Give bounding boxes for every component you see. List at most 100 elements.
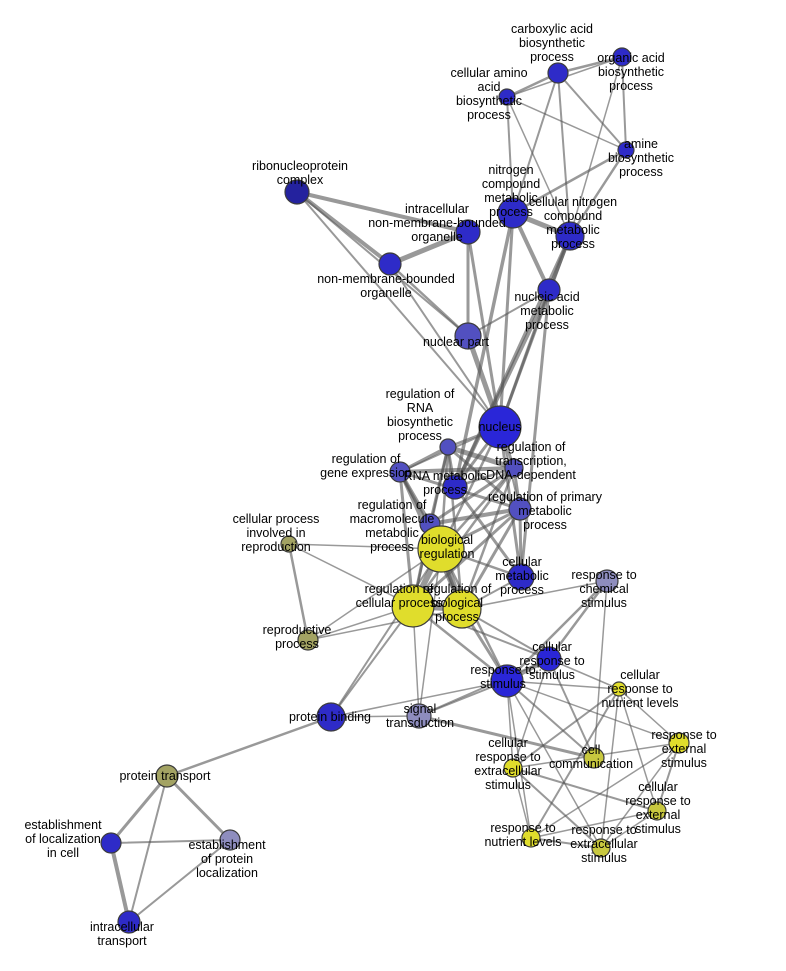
edge-nucleic--cell_met: [519, 288, 551, 579]
node-label-reg_primary-line-1: metabolic: [518, 504, 572, 518]
edge-cp_repro--reg_cell: [288, 543, 414, 607]
node-label-est_loc-line-2: in cell: [47, 846, 79, 860]
node-layer: [100, 47, 690, 934]
node-nucleic[interactable]: [537, 278, 561, 302]
node-label-reg_cell-line-0: regulation of: [365, 582, 434, 596]
node-label-reg_bio-line-0: regulation of: [423, 582, 492, 596]
node-ribo[interactable]: [284, 179, 310, 205]
node-label-est_prot_loc-line-1: of protein: [201, 852, 253, 866]
node-cell_resp_stim[interactable]: [536, 646, 562, 672]
node-label-reg_transc-line-2: DNA-dependent: [486, 468, 576, 482]
node-label-organic-line-0: organic acid: [597, 51, 664, 65]
node-cell_resp_ext[interactable]: [647, 801, 667, 821]
node-label-resp_extra-line-0: response to: [571, 823, 636, 837]
node-intra_trans[interactable]: [117, 910, 141, 934]
node-label-reg_transc-line-0: regulation of: [497, 440, 566, 454]
node-carbox[interactable]: [547, 62, 569, 84]
node-label-reg_macro-line-2: metabolic: [365, 526, 419, 540]
node-cell_met[interactable]: [507, 563, 535, 591]
edge-resp_chem--reg_bio: [461, 580, 608, 610]
node-bio_reg[interactable]: [417, 525, 465, 573]
node-label-cp_repro-line-0: cellular process: [233, 512, 320, 526]
node-reg_bio[interactable]: [442, 589, 482, 629]
node-label-cp_repro-line-1: involved in: [246, 526, 305, 540]
node-repro[interactable]: [297, 629, 319, 651]
edge-nmb_org--nucleus: [389, 263, 501, 428]
edge-amino--nitrogen: [506, 96, 514, 214]
node-label-cell_resp_stim-line-2: stimulus: [529, 668, 575, 682]
node-nuclear_part[interactable]: [454, 322, 482, 350]
node-label-carbox-line-2: process: [530, 50, 574, 64]
node-label-cell_resp_stim-line-0: cellular: [532, 640, 572, 654]
node-label-nitrogen-line-0: nitrogen: [488, 163, 533, 177]
node-label-amino-line-0: cellular amino: [450, 66, 527, 80]
node-reg_gene[interactable]: [389, 461, 411, 483]
node-cell_resp_extra[interactable]: [503, 758, 523, 778]
node-amine[interactable]: [617, 141, 635, 159]
node-label-cell_met-line-1: metabolic: [495, 569, 549, 583]
edge-ribo--intra_org: [295, 190, 470, 234]
node-label-amino-line-3: process: [467, 108, 511, 122]
node-nitrogen[interactable]: [497, 197, 529, 229]
node-nmb_org[interactable]: [378, 252, 402, 276]
node-label-bio_reg-line-1: regulation: [420, 547, 475, 561]
node-label-resp_nutr-line-1: nutrient levels: [484, 835, 561, 849]
node-resp_chem[interactable]: [595, 569, 619, 593]
node-label-reg_rna-line-3: process: [398, 429, 442, 443]
node-est_loc[interactable]: [100, 832, 122, 854]
node-prot_bind[interactable]: [316, 702, 346, 732]
edge-prot_bind--bio_reg: [330, 548, 442, 718]
node-reg_transc[interactable]: [504, 458, 524, 478]
node-resp_nutr[interactable]: [521, 828, 541, 848]
node-label-organic-line-2: process: [609, 79, 653, 93]
edge-prot_trans--intra_trans: [128, 775, 168, 923]
node-label-resp_nutr-line-0: response to: [490, 821, 555, 835]
node-label-nitrogen-line-3: process: [489, 205, 533, 219]
node-rna_met[interactable]: [442, 474, 468, 500]
node-est_prot_loc[interactable]: [219, 829, 241, 851]
node-label-reg_transc-line-1: transcription,: [495, 454, 567, 468]
node-amino[interactable]: [498, 88, 516, 106]
node-resp_stim[interactable]: [490, 664, 524, 698]
node-label-reg_gene-line-0: regulation of: [332, 452, 401, 466]
node-label-est_prot_loc-line-2: localization: [196, 866, 258, 880]
node-cell_comm[interactable]: [583, 747, 605, 769]
node-label-cell_resp_ext-line-2: external: [636, 808, 680, 822]
edge-est_loc--intra_trans: [109, 841, 131, 924]
node-signal[interactable]: [406, 703, 432, 729]
node-organic[interactable]: [612, 47, 632, 67]
node-label-resp_stim-line-1: stimulus: [480, 677, 526, 691]
node-label-est_loc-line-1: of localization: [25, 832, 101, 846]
edge-prot_bind--prot_trans: [165, 715, 333, 778]
node-cell_nitrogen[interactable]: [555, 221, 585, 251]
node-label-bio_reg-line-0: biological: [421, 533, 473, 547]
node-nucleus[interactable]: [478, 405, 522, 449]
node-label-cell_resp_ext-line-0: cellular: [638, 780, 678, 794]
node-label-ribo-line-0: ribonucleoprotein: [252, 159, 348, 173]
edge-prot_trans--est_prot_loc: [165, 774, 232, 842]
node-label-rna_met-line-0: RNA metabolic: [404, 469, 487, 483]
node-intra_org[interactable]: [455, 219, 481, 245]
node-label-reg_macro-line-0: regulation of: [358, 498, 427, 512]
node-reg_primary[interactable]: [508, 497, 532, 521]
edge-est_prot_loc--intra_trans: [128, 839, 231, 923]
edge-cell_resp_ext--resp_extra: [600, 810, 658, 849]
edge-cell_resp_stim--resp_chem: [547, 579, 609, 661]
node-reg_rna[interactable]: [439, 438, 457, 456]
edge-reg_transc--reg_macro: [428, 466, 516, 526]
node-label-cell_nitrogen-line-0: cellular nitrogen: [529, 195, 617, 209]
node-reg_cell[interactable]: [391, 584, 435, 628]
node-label-amine-line-1: biosynthetic: [608, 151, 674, 165]
edge-cell_resp_extra--cell_resp_ext: [512, 767, 658, 812]
node-resp_ext[interactable]: [668, 732, 690, 754]
node-prot_trans[interactable]: [155, 764, 179, 788]
node-cell_resp_nutr[interactable]: [611, 681, 627, 697]
node-label-reg_rna-line-2: biosynthetic: [387, 415, 453, 429]
edge-carbox--cell_nitrogen: [557, 72, 571, 237]
node-resp_extra[interactable]: [591, 838, 611, 858]
edge-signal--cell_comm: [417, 714, 596, 760]
edge-cell_resp_nutr--resp_extra: [600, 688, 620, 849]
edge-amino--cell_nitrogen: [506, 96, 571, 237]
node-cp_repro[interactable]: [280, 535, 298, 553]
